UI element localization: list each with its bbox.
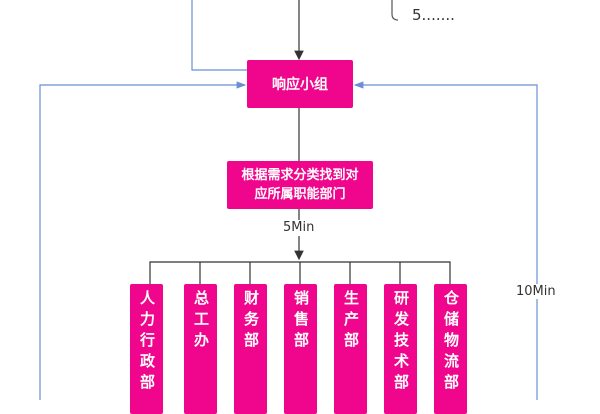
department-bus — [149, 261, 451, 284]
feedback-line-left — [39, 81, 247, 400]
dept-sales[interactable]: 销售部 — [284, 284, 317, 414]
note-text: 5....... — [412, 6, 455, 24]
dept-chief-engineer-office[interactable]: 总工办 — [184, 284, 217, 414]
response-team-node[interactable]: 响应小组 — [247, 60, 353, 108]
dept-rnd[interactable]: 研发技术部 — [384, 284, 417, 414]
dept-production[interactable]: 生产部 — [334, 284, 367, 414]
feedback-line-top — [191, 0, 247, 71]
brace — [391, 0, 399, 21]
classify-time-label: 5Min — [283, 220, 315, 235]
dept-hr-admin[interactable]: 人力行政部 — [130, 284, 163, 414]
feedback-time-label: 10Min — [516, 284, 556, 299]
dept-finance[interactable]: 财务部 — [234, 284, 267, 414]
classify-node[interactable]: 根据需求分类找到对应所属职能部门 — [227, 161, 373, 209]
dept-warehouse-logistics[interactable]: 仓储物流部 — [434, 284, 467, 414]
